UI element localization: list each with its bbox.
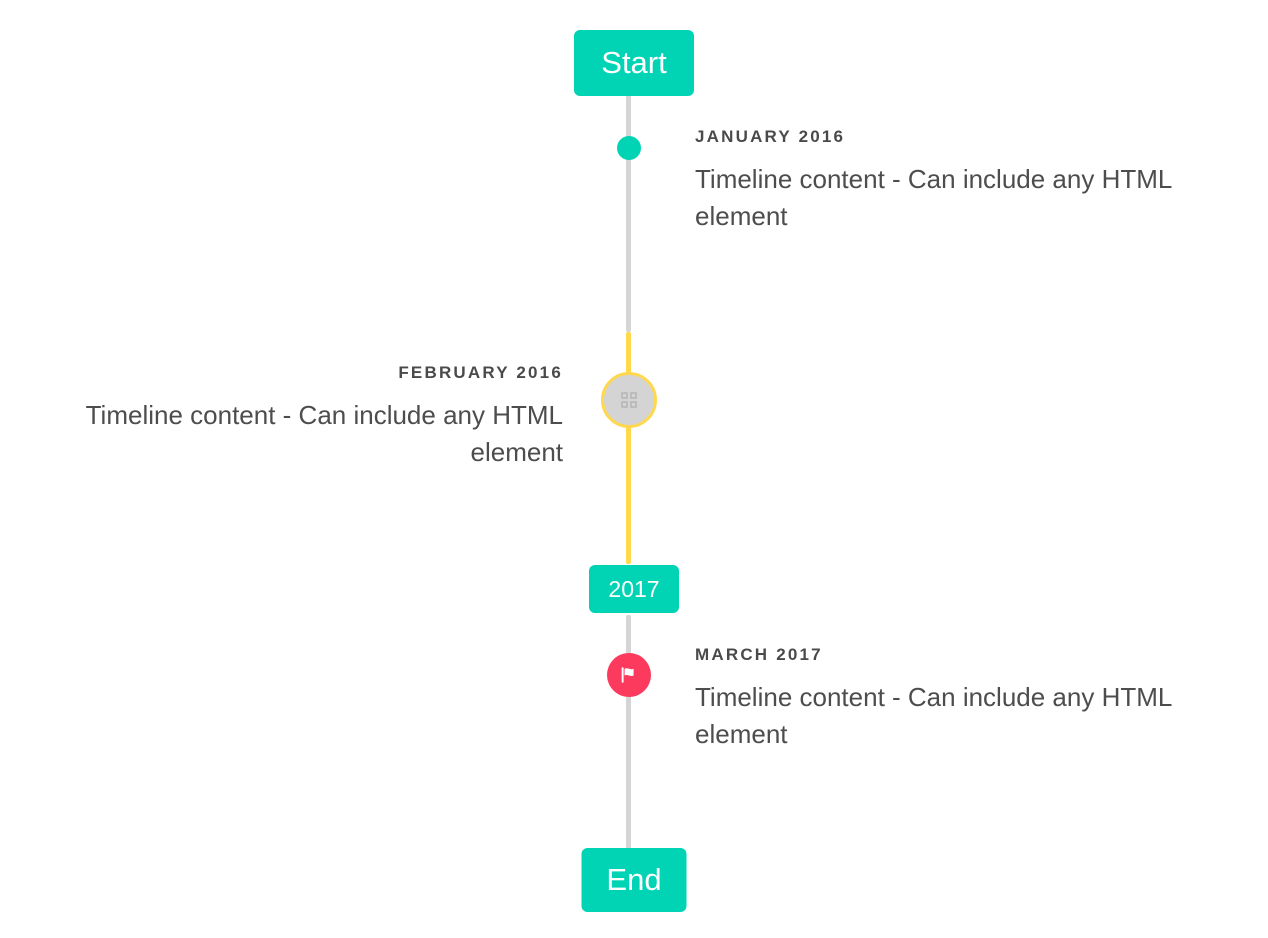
timeline-event-march: MARCH 2017 Timeline content - Can includ… bbox=[0, 645, 1268, 753]
timeline-spine-gray-upper bbox=[626, 95, 631, 332]
timeline-start-badge[interactable]: Start bbox=[574, 30, 694, 96]
timeline-event-body: Timeline content - Can include any HTML … bbox=[695, 163, 1172, 231]
timeline-marker-dot-icon[interactable] bbox=[617, 136, 641, 160]
timeline-year-badge[interactable]: 2017 bbox=[589, 565, 679, 613]
timeline-marker-image-placeholder[interactable] bbox=[601, 372, 657, 428]
broken-image-icon bbox=[621, 392, 637, 408]
timeline-event-content: MARCH 2017 Timeline content - Can includ… bbox=[691, 645, 1258, 753]
timeline-event-content: FEBRUARY 2016 Timeline content - Can inc… bbox=[0, 363, 567, 471]
timeline-event-empty-side bbox=[0, 646, 567, 753]
timeline-event-content: JANUARY 2016 Timeline content - Can incl… bbox=[691, 127, 1258, 235]
timeline-event-date: JANUARY 2016 bbox=[695, 127, 846, 146]
timeline-event-gutter bbox=[567, 646, 691, 753]
timeline-event-gutter bbox=[567, 128, 691, 235]
timeline-event-empty-side bbox=[0, 128, 567, 235]
timeline-spine-yellow bbox=[626, 332, 631, 564]
timeline-event-date: FEBRUARY 2016 bbox=[398, 363, 563, 382]
timeline-event-date: MARCH 2017 bbox=[695, 645, 823, 664]
timeline-event-february: FEBRUARY 2016 Timeline content - Can inc… bbox=[0, 363, 1268, 471]
flag-icon bbox=[621, 667, 634, 683]
timeline-event-gutter bbox=[567, 364, 691, 471]
timeline-event-body: Timeline content - Can include any HTML … bbox=[695, 681, 1172, 749]
timeline-event-january: JANUARY 2016 Timeline content - Can incl… bbox=[0, 127, 1268, 235]
timeline-end-badge[interactable]: End bbox=[581, 848, 687, 912]
timeline-event-body: Timeline content - Can include any HTML … bbox=[85, 399, 563, 467]
timeline-marker-flag-icon[interactable] bbox=[607, 653, 651, 697]
timeline-event-empty-side bbox=[691, 364, 1258, 471]
timeline-spine-gray-lower bbox=[626, 615, 631, 853]
